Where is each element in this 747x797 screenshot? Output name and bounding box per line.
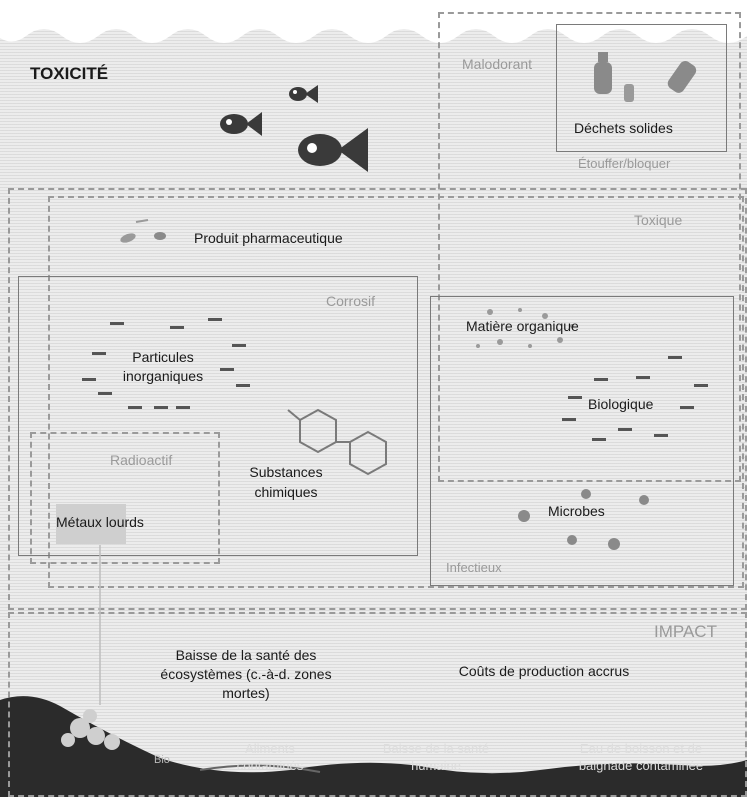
fish-icon <box>289 85 318 103</box>
dechets-label: Déchets solides <box>574 120 673 136</box>
bottle-icon <box>667 61 697 93</box>
malodorant-region <box>438 12 741 482</box>
aliments-label: Aliments contaminés <box>236 741 304 773</box>
particle-dash <box>208 318 222 321</box>
fish-icon <box>298 128 368 172</box>
bio-dash <box>654 434 668 437</box>
sante-humaine-label: Baisse de la santé humaine <box>382 741 490 773</box>
particle-dash <box>98 392 112 395</box>
particle-dash <box>232 344 246 347</box>
bio-dash <box>562 418 576 421</box>
bio-dash <box>668 356 682 359</box>
particle-dash <box>176 406 190 409</box>
metaux-label: Métaux lourds <box>56 514 144 530</box>
dechets-region <box>556 24 727 152</box>
particle-dash <box>128 406 142 409</box>
eau-label: Eau de boisson et de baignade contaminée <box>578 741 704 773</box>
bio-dash <box>618 428 632 431</box>
bio-dash <box>694 384 708 387</box>
bio-dash <box>568 396 582 399</box>
infectieux-region <box>430 296 734 586</box>
radioactif-region <box>30 432 220 564</box>
ecosystemes-label: Baisse de la santé des écosystèmes (c.-à… <box>160 647 332 701</box>
bottle-icon <box>594 52 612 94</box>
fish-icon <box>220 112 262 136</box>
particle-dash <box>170 326 184 329</box>
corrosif-label: Corrosif <box>326 293 376 309</box>
particules-label: Particules inorganiques <box>122 349 204 384</box>
toxicity-title: TOXICITÉ <box>30 64 109 83</box>
particle-dash <box>236 384 250 387</box>
substances-label: Substances chimiques <box>249 464 323 500</box>
pill-icon <box>120 219 166 243</box>
molecule-icon <box>287 408 387 476</box>
pharma-region <box>48 196 744 588</box>
coral-icon <box>61 709 120 750</box>
organic-dots <box>476 308 574 348</box>
infectieux-label: Infectieux <box>446 560 502 575</box>
particle-dash <box>220 368 234 371</box>
impact-region <box>8 612 747 797</box>
toxique-label: Toxique <box>634 212 683 228</box>
particle-dash <box>154 406 168 409</box>
bio-dash <box>680 406 694 409</box>
matiere-label: Matière organique <box>466 318 579 334</box>
etouffer-label: Étouffer/bloquer <box>578 156 671 171</box>
bio-dash <box>636 376 650 379</box>
bio-dash <box>592 438 606 441</box>
couts-label: Coûts de production accrus <box>458 663 630 679</box>
particle-dash <box>82 378 96 381</box>
pharma-label: Produit pharmaceutique <box>194 230 343 246</box>
microbe-icon <box>518 489 649 550</box>
toxique-region <box>8 188 747 610</box>
bio-dash <box>594 378 608 381</box>
particle-dash <box>110 322 124 325</box>
malodorant-label: Malodorant <box>462 56 533 72</box>
can-icon <box>624 84 634 102</box>
microbes-label: Microbes <box>548 503 605 519</box>
biologique-label: Biologique <box>588 396 654 412</box>
particle-dash <box>92 352 106 355</box>
radioactif-label: Radioactif <box>110 452 173 468</box>
metaux-highlight <box>56 504 126 544</box>
impact-title: IMPACT <box>654 622 717 641</box>
bio-label: Bio <box>154 754 170 766</box>
